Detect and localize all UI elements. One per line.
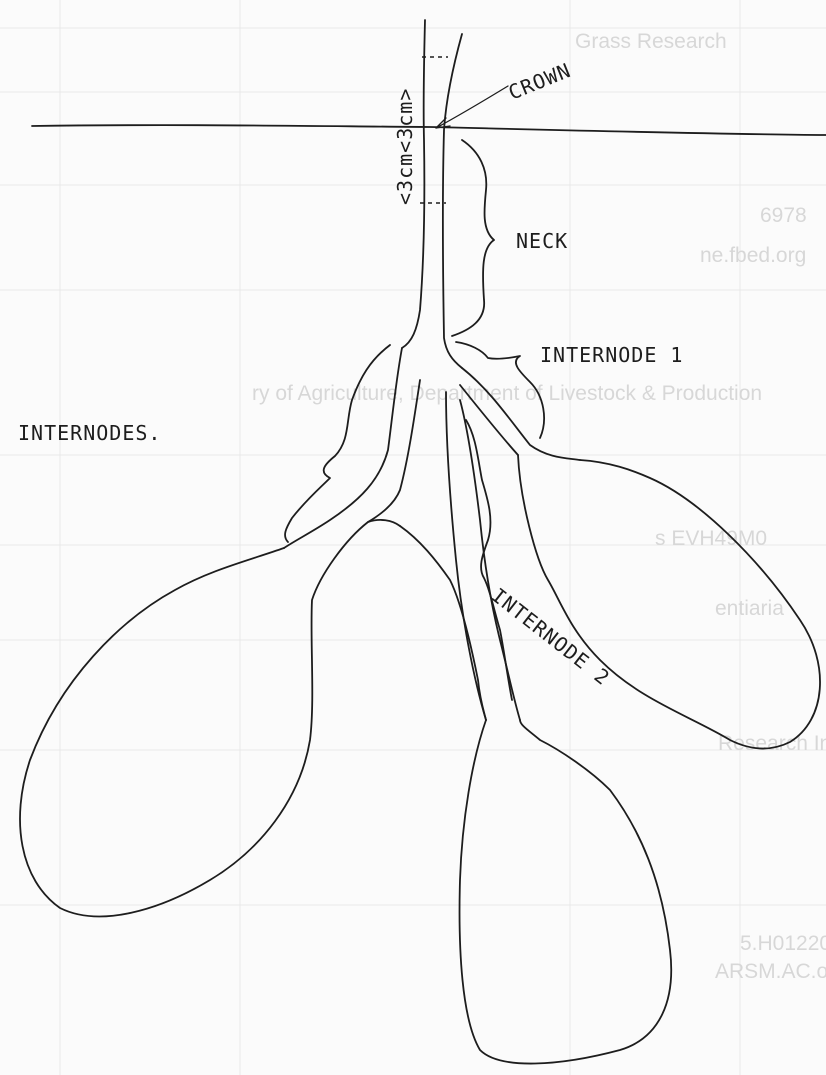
label-crown: CROWN — [505, 58, 574, 105]
bleed-text-8: 5.H01220 — [740, 932, 826, 955]
tuber-left-inner — [400, 526, 486, 720]
tuber-bottom — [460, 720, 672, 1064]
ground-line — [32, 125, 826, 135]
label-neck: NECK — [516, 229, 568, 253]
tuber-left — [20, 520, 400, 917]
bleed-text-4: ry of Agriculture, Department of Livesto… — [252, 382, 762, 405]
branch-left-upper — [284, 348, 402, 548]
label-depth-marks: <3cm<3cm> — [393, 88, 417, 205]
bleed-text-9: ARSM.AC.org — [715, 960, 826, 983]
label-internode2: INTERNODE 2 — [487, 583, 615, 690]
bleed-text-5: s EVH49M0 — [655, 527, 767, 550]
center-branch-left — [446, 392, 486, 720]
bleed-text-1: Grass Research — [575, 30, 727, 53]
label-internode1: INTERNODE 1 — [540, 343, 683, 367]
bleed-text-6: entiaria — [715, 597, 784, 620]
bleed-text-7: Research Institute — [718, 732, 826, 755]
internode3-bracket — [285, 345, 390, 542]
label-internode3: INTERNODES. — [18, 421, 161, 445]
neck-bracket — [452, 140, 494, 336]
stem-right-edge — [443, 34, 462, 368]
crown-arrowhead — [436, 118, 450, 128]
bleed-text-3: ne.fbed.org — [700, 244, 806, 267]
bleed-text-2: 6978 — [760, 204, 807, 227]
